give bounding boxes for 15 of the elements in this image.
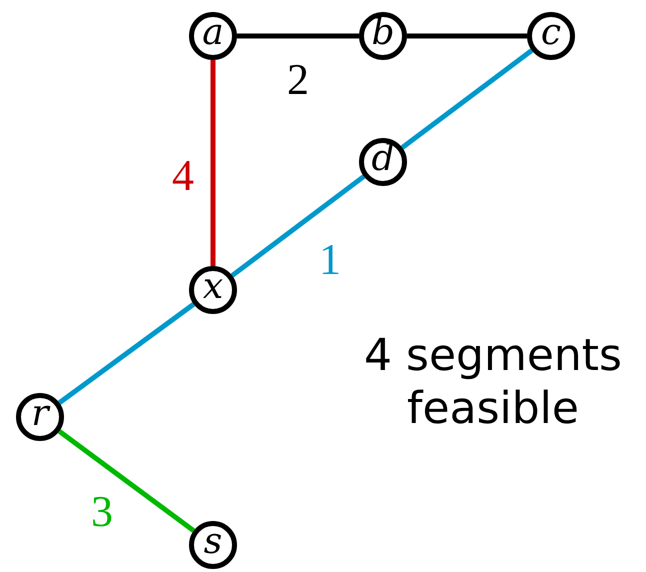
edge-line [237, 34, 359, 38]
vertex-circle: r [16, 393, 64, 441]
vertex-circle: d [359, 138, 407, 186]
vertex-circle: c [527, 12, 575, 60]
vertex-circle: a [189, 12, 237, 60]
edge-line [58, 302, 196, 405]
edge-line [230, 174, 366, 278]
edge-line [400, 48, 534, 150]
edge-line [407, 34, 527, 38]
note-text: 4 segments feasible [363, 330, 623, 436]
vertex-circle: x [189, 266, 237, 314]
vertex-circle: s [189, 521, 237, 569]
edge-line [58, 429, 196, 533]
vertex-circle: b [359, 12, 407, 60]
edge-line [210, 60, 216, 266]
